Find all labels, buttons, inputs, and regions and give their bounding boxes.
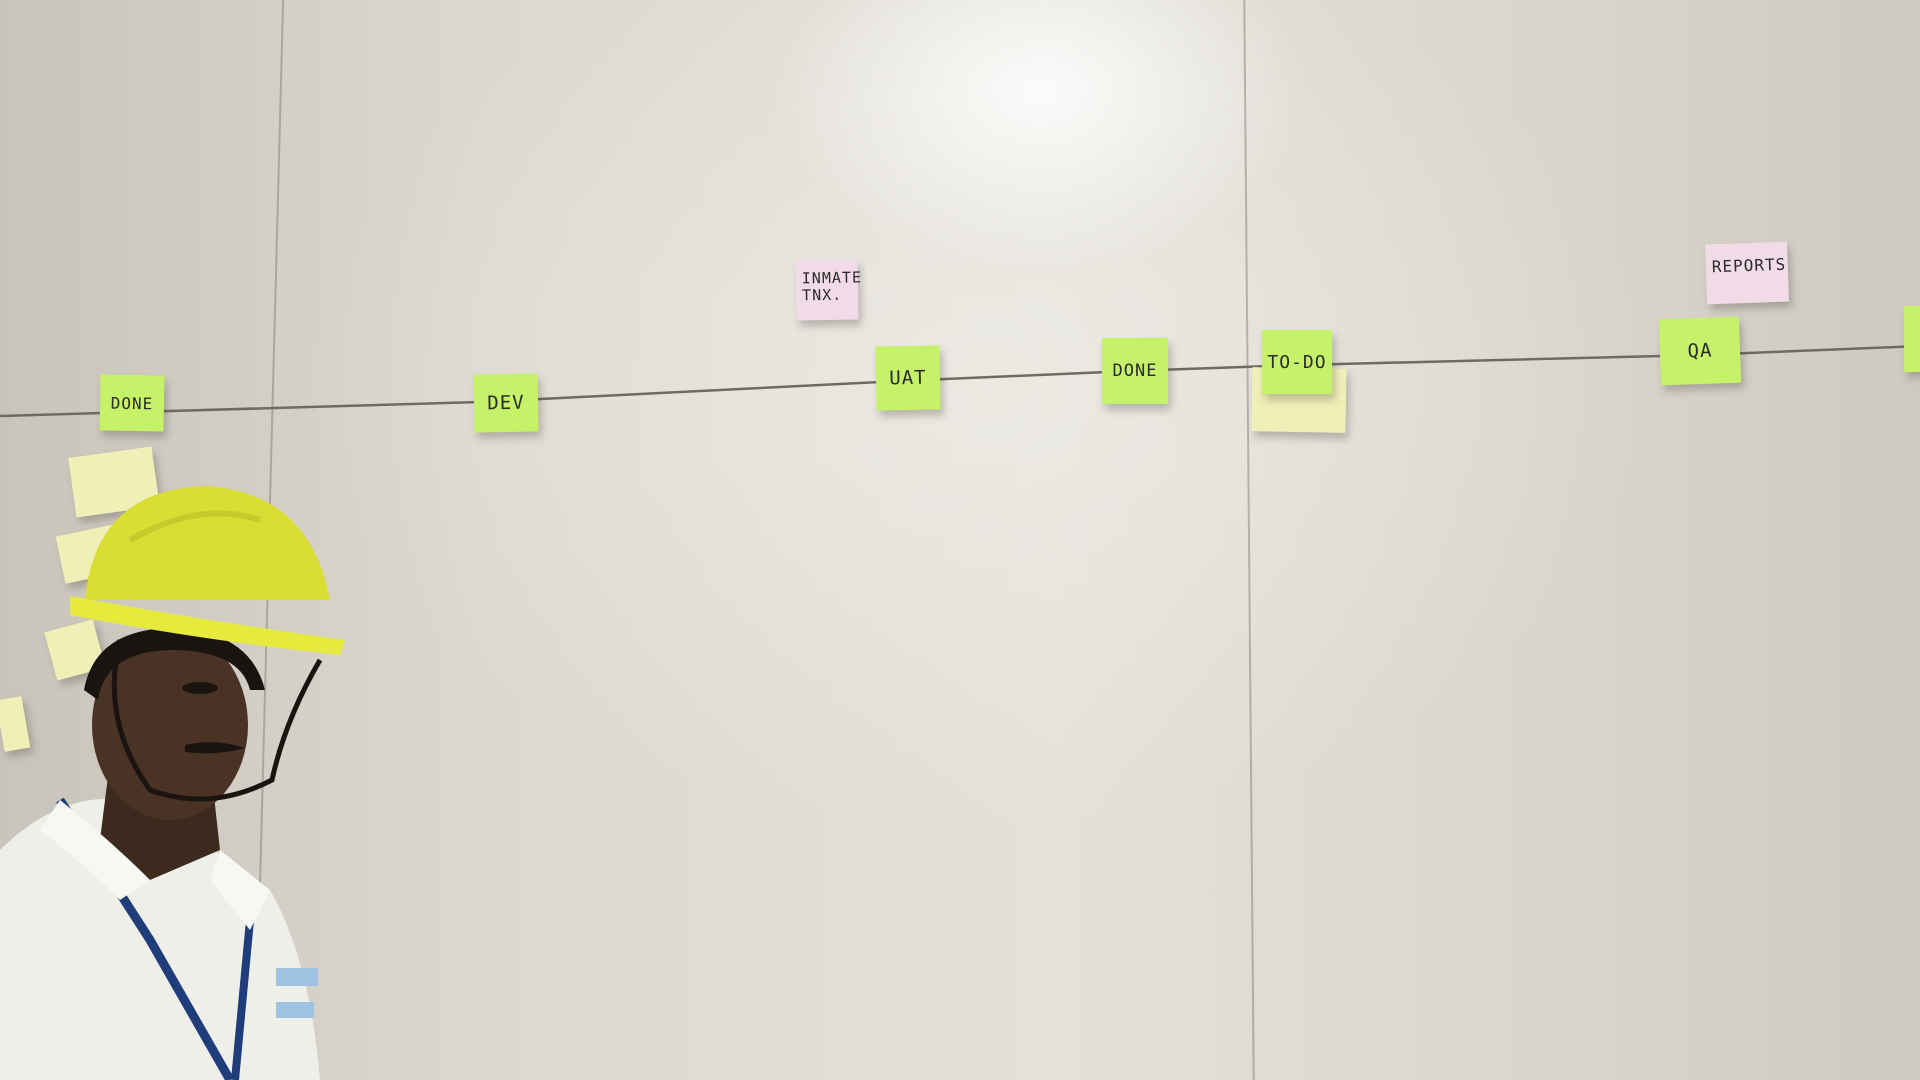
sticky-note-dev: DEV xyxy=(473,373,539,433)
worker-figure xyxy=(0,486,345,1080)
sticky-note-qa: QA xyxy=(1658,316,1742,386)
sticky-note-uat: UAT xyxy=(875,345,941,411)
sticky-note-partial xyxy=(1904,306,1920,372)
sticky-note-inmate-tnx: INMATE TNX. xyxy=(795,259,862,321)
sticky-note-done: DONE xyxy=(1102,338,1168,404)
sticky-note-reports: REPORTS xyxy=(1704,241,1790,305)
sticky-note-todo: TO-DO xyxy=(1262,330,1332,394)
sticky-note-done: DONE xyxy=(99,374,165,432)
